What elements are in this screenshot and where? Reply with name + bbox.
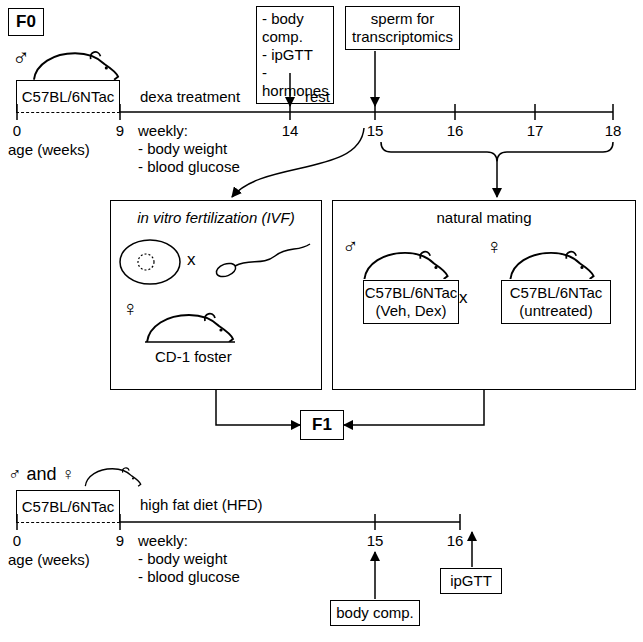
mouse-icon: [510, 252, 593, 279]
mouse-base: [145, 341, 235, 343]
mouse-icon: [147, 314, 233, 342]
tick-number: 0: [13, 122, 21, 139]
annotation-label: ♂: [342, 234, 359, 259]
annotation-label: CD-1 foster: [155, 348, 232, 365]
annotation-label: age (weeks): [8, 551, 90, 568]
box-text: F1: [312, 415, 332, 435]
tick-number: 9: [116, 532, 124, 549]
annotation-label: weekly:: [138, 122, 188, 139]
pointer-arrow: [374, 51, 376, 106]
mouse-icon: [364, 252, 447, 279]
annotation-label: ♀: [122, 296, 139, 321]
box-text: natural mating: [436, 209, 531, 227]
generation-box: F1: [300, 410, 344, 440]
annotation-label: age (weeks): [8, 141, 90, 158]
timeline: [17, 104, 613, 120]
pointer-arrow: [496, 162, 498, 197]
annotation-label: - body weight: [138, 550, 227, 567]
connector-arrow: [216, 390, 300, 425]
sperm-head: [215, 261, 238, 279]
tick-number: 0: [13, 532, 21, 549]
strain-box: C57BL/6NTac: [16, 490, 120, 523]
tick-number: 9: [116, 122, 124, 139]
box-text: sperm for transcriptomics: [351, 10, 454, 46]
annotation-label: weekly:: [138, 532, 188, 549]
annotation-label: ♀: [486, 234, 503, 259]
box-text: C57BL/6NTac: [22, 88, 115, 106]
timeline: [17, 514, 460, 530]
box-text: - body comp.: [262, 10, 328, 46]
annotation-label: x: [187, 250, 196, 270]
box-text: C57BL/6NTac (untreated): [507, 284, 605, 320]
annotation-label: ♂ and ♀: [8, 464, 75, 485]
tick-number: 16: [447, 532, 464, 549]
measurement-box: ipGTT: [440, 568, 502, 594]
box-text: - ipGTT: [262, 46, 313, 64]
annotation-label: dexa treatment: [140, 88, 240, 105]
annotation-label: high fat diet (HFD): [140, 496, 263, 513]
brace: [381, 142, 613, 162]
strain-box: C57BL/6NTac (untreated): [501, 280, 611, 324]
measurement-box: body comp.: [330, 600, 420, 626]
annotation-label: rest: [305, 88, 330, 105]
egg-nucleus: [138, 254, 154, 270]
annotation-label: - blood glucose: [138, 158, 240, 175]
box-text: in vitro fertilization (IVF): [137, 209, 295, 227]
method-box: natural matingC57BL/6NTac (Veh, Dex) C57B…: [332, 200, 636, 390]
generation-box: F0: [8, 8, 44, 36]
pointer-arrow: [374, 552, 376, 599]
tick-number: 16: [447, 122, 464, 139]
box-text: F0: [16, 12, 36, 32]
annotation-label: ♂: [12, 44, 30, 72]
annotation-label: - blood glucose: [138, 568, 240, 585]
box-text: C57BL/6NTac: [22, 498, 115, 516]
tick-number: 14: [282, 122, 299, 139]
box-text: C57BL/6NTac (Veh, Dex): [365, 284, 458, 320]
sample-box: sperm for transcriptomics: [345, 6, 460, 50]
strain-box: C57BL/6NTac (Veh, Dex): [363, 280, 459, 324]
tick-number: 18: [605, 122, 622, 139]
box-text: body comp.: [336, 604, 414, 622]
mouse-icon: [34, 52, 118, 80]
tick-number: 17: [527, 122, 544, 139]
connector-arrow: [344, 390, 484, 425]
egg-cell: [120, 240, 180, 284]
strain-box: C57BL/6NTac: [16, 80, 120, 113]
annotation-label: x: [459, 288, 468, 308]
tick-number: 15: [367, 532, 384, 549]
box-text: ipGTT: [450, 572, 492, 590]
pointer-arrow: [471, 532, 473, 567]
sperm-tail: [235, 244, 310, 266]
annotation-label: - body weight: [138, 140, 227, 157]
mouse-icon: [85, 468, 140, 486]
tick-number: 15: [367, 122, 384, 139]
